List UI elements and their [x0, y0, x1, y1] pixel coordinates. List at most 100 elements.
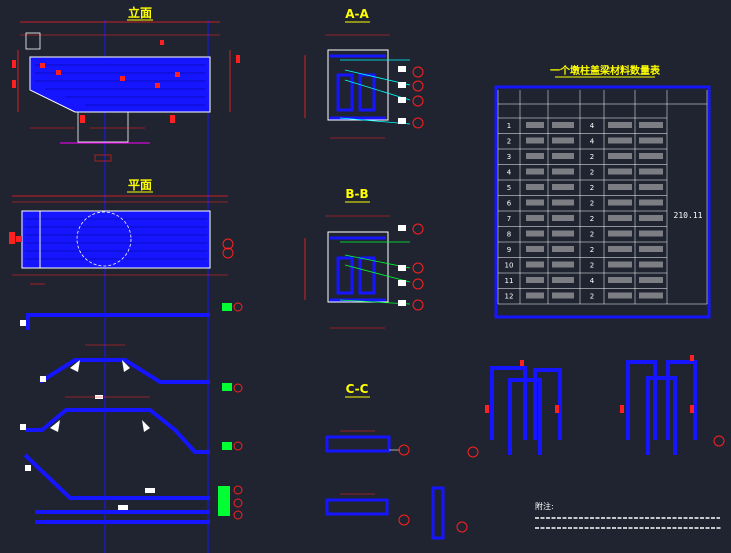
row-number: 12	[505, 293, 514, 301]
row-number: 9	[507, 246, 511, 254]
cell-placeholder	[526, 261, 544, 268]
section-c-title: C-C	[346, 382, 369, 396]
row-count: 4	[590, 138, 595, 146]
row-count: 2	[590, 169, 594, 177]
row-count: 2	[590, 293, 594, 301]
cell-placeholder	[639, 168, 663, 175]
cell-placeholder	[552, 261, 574, 268]
cell-placeholder	[526, 153, 544, 159]
cell-placeholder	[552, 292, 574, 299]
row-number: 6	[507, 200, 512, 208]
cell-placeholder	[608, 277, 632, 283]
row-number: 7	[507, 215, 511, 223]
row-number: 8	[507, 231, 511, 239]
bar-shapes	[23, 313, 210, 524]
row-count: 2	[590, 246, 594, 254]
row-count: 4	[590, 277, 595, 285]
section-a-title: A-A	[345, 7, 369, 21]
row-number: 11	[505, 277, 514, 285]
elevation-view: 立面	[12, 5, 240, 162]
cell-placeholder	[552, 246, 574, 252]
cell-placeholder	[639, 153, 663, 159]
cell-placeholder	[552, 137, 574, 144]
elevation-title: 立面	[128, 5, 152, 20]
row-count: 2	[590, 200, 594, 208]
cell-placeholder	[552, 184, 574, 190]
row-number: 5	[507, 184, 511, 192]
row-number: 4	[507, 169, 512, 177]
cell-placeholder	[639, 199, 663, 206]
cell-placeholder	[608, 215, 632, 221]
cell-placeholder	[526, 184, 544, 190]
section-a-view: A-A	[304, 7, 424, 139]
table-total: 210.11	[674, 211, 703, 220]
row-count: 2	[590, 184, 594, 192]
cell-placeholder	[608, 199, 632, 206]
row-count: 4	[590, 122, 595, 130]
cell-placeholder	[552, 168, 574, 175]
table-row: 12 2	[505, 292, 663, 301]
plan-title: 平面	[128, 178, 152, 192]
cell-placeholder	[552, 277, 574, 283]
table-title: 一个墩柱盖梁材料数量表	[550, 64, 661, 77]
cell-placeholder	[639, 184, 663, 190]
row-count: 2	[590, 153, 594, 161]
cell-placeholder	[608, 230, 632, 237]
cell-placeholder	[639, 137, 663, 144]
cell-placeholder	[552, 122, 574, 128]
row-count: 2	[590, 215, 594, 223]
section-c-view: C-C	[325, 382, 468, 540]
elevation-beam	[29, 56, 211, 113]
section-b-view: B-B	[304, 187, 424, 329]
notes-heading: 附注:	[535, 501, 554, 511]
row-number: 3	[507, 153, 511, 161]
plan-view: 平面	[9, 178, 234, 285]
cell-placeholder	[639, 122, 663, 128]
section-b-title: B-B	[345, 187, 368, 201]
cell-placeholder	[526, 246, 544, 252]
cell-placeholder	[639, 277, 663, 283]
cell-placeholder	[608, 184, 632, 190]
bar-shape-1	[26, 313, 210, 330]
cell-placeholder	[526, 137, 544, 144]
table-row: 11 4	[505, 277, 663, 285]
bar-shape-3	[25, 408, 210, 454]
cell-placeholder	[526, 230, 544, 237]
cell-placeholder	[639, 215, 663, 221]
cell-placeholder	[639, 292, 663, 299]
cell-placeholder	[639, 230, 663, 237]
cell-placeholder	[526, 215, 544, 221]
row-number: 2	[507, 138, 511, 146]
plan-column-circle	[76, 211, 132, 267]
cell-placeholder	[639, 261, 663, 268]
cell-placeholder	[552, 153, 574, 159]
cell-placeholder	[608, 137, 632, 144]
table-frame	[494, 85, 711, 319]
row-number: 1	[507, 122, 511, 130]
cell-placeholder	[526, 168, 544, 175]
cell-placeholder	[608, 261, 632, 268]
cell-placeholder	[608, 153, 632, 159]
row-count: 2	[590, 262, 594, 270]
cell-placeholder	[552, 230, 574, 237]
cell-placeholder	[526, 122, 544, 128]
row-count: 2	[590, 231, 594, 239]
cell-placeholder	[526, 277, 544, 283]
cell-placeholder	[526, 199, 544, 206]
bar-shape-2	[38, 358, 210, 384]
cell-placeholder	[608, 292, 632, 299]
cell-placeholder	[552, 215, 574, 221]
elevation-column	[77, 111, 129, 143]
